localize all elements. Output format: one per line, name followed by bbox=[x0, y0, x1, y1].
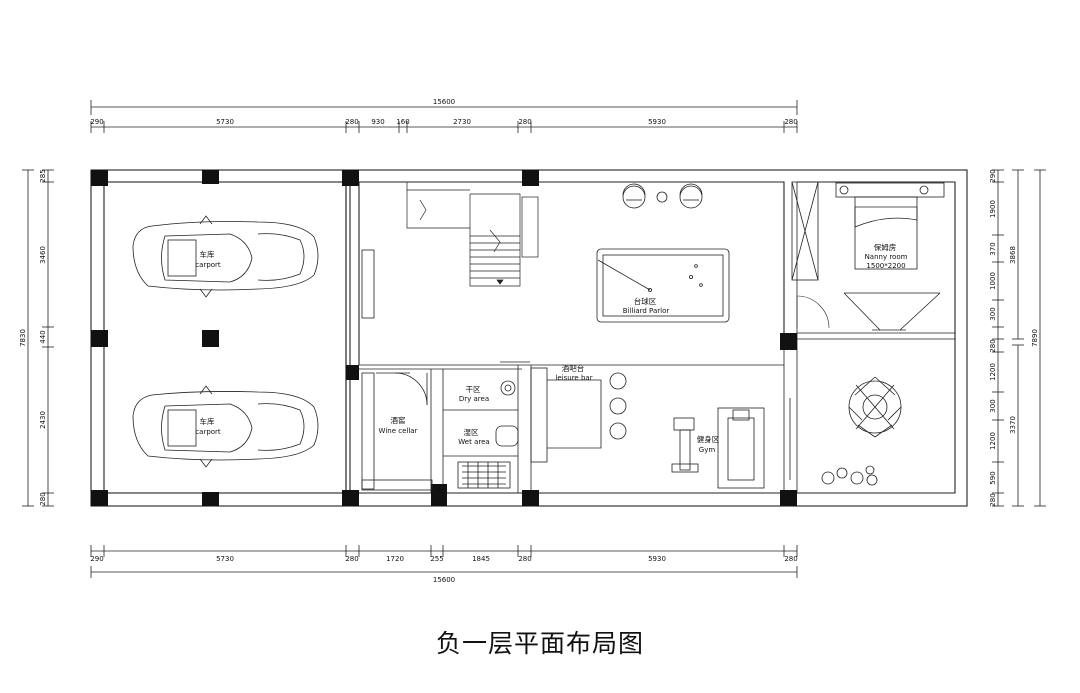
room-label-carport-top-cn: 车库 bbox=[200, 249, 215, 259]
gym-equipment bbox=[671, 407, 765, 489]
round-table bbox=[848, 376, 902, 438]
dim-top-4: 930 bbox=[371, 118, 384, 126]
dim-bottom-7: 280 bbox=[518, 555, 531, 563]
room-label-carport-top-en: carport bbox=[195, 261, 221, 269]
nanny-room-furniture bbox=[791, 181, 945, 331]
room-label-nanny-size: 1500*2200 bbox=[866, 262, 905, 270]
dim-right-7: 1200 bbox=[989, 363, 997, 381]
dim-right-2: 1900 bbox=[989, 200, 997, 218]
plan-caption: 负一层平面布局图 bbox=[435, 629, 644, 658]
room-label-gym-cn: 健身区 bbox=[697, 434, 720, 444]
dim-bottom-9: 280 bbox=[784, 555, 797, 563]
room-label-gym-en: Gym bbox=[699, 446, 716, 454]
room-label-dry-cn: 干区 bbox=[466, 385, 481, 394]
plants bbox=[821, 465, 878, 486]
outer-walls bbox=[90, 169, 968, 507]
dim-right-11: 280 bbox=[989, 493, 997, 506]
room-label-billiard-en: Billiard Parlor bbox=[623, 307, 670, 315]
chairs-billiard bbox=[622, 183, 703, 209]
room-label-billiard-cn: 台球区 bbox=[634, 296, 657, 306]
room-label-wine-cn: 酒窖 bbox=[391, 415, 406, 425]
right-dimension-lines bbox=[992, 169, 1046, 507]
dim-left-2: 3460 bbox=[39, 246, 47, 264]
room-label-nanny-cn: 保姆房 bbox=[874, 242, 897, 252]
bottom-dimension-lines bbox=[90, 545, 798, 578]
room-label-carport-bottom-en: carport bbox=[195, 428, 221, 436]
door-nanny bbox=[796, 295, 830, 329]
top-dimension-lines bbox=[90, 100, 798, 133]
room-label-nanny-en: Nanny room bbox=[865, 253, 908, 261]
wine-cellar-fixtures bbox=[361, 372, 433, 491]
dim-top-9: 280 bbox=[784, 118, 797, 126]
car-bottom bbox=[132, 385, 319, 468]
dim-bottom-3: 280 bbox=[345, 555, 358, 563]
billiard-table bbox=[596, 248, 730, 323]
car-top bbox=[132, 215, 319, 298]
room-label-wet-en: Wet area bbox=[458, 438, 489, 446]
room-label-dry-en: Dry area bbox=[459, 395, 489, 403]
dim-right-3: 370 bbox=[989, 242, 997, 255]
dim-right-sub-1: 3868 bbox=[1009, 246, 1017, 264]
dim-top-7: 280 bbox=[518, 118, 531, 126]
staircase bbox=[406, 182, 539, 287]
room-label-wet-cn: 湿区 bbox=[464, 428, 479, 437]
dim-top-total: 15600 bbox=[433, 98, 455, 106]
dim-left-4: 2430 bbox=[39, 411, 47, 429]
room-label-carport-bottom-cn: 车库 bbox=[200, 416, 215, 426]
cabinet bbox=[361, 249, 375, 319]
dim-top-6: 2730 bbox=[453, 118, 471, 126]
dim-top-1: 290 bbox=[90, 118, 103, 126]
leisure-bar bbox=[547, 372, 627, 449]
dim-right-5: 300 bbox=[989, 307, 997, 320]
dim-bottom-8: 5930 bbox=[648, 555, 666, 563]
dim-right-4: 1000 bbox=[989, 272, 997, 290]
dim-top-8: 5930 bbox=[648, 118, 666, 126]
interior-walls bbox=[359, 182, 955, 493]
structural-columns bbox=[91, 170, 797, 506]
dim-bottom-5: 255 bbox=[430, 555, 443, 563]
dim-right-6: 280 bbox=[989, 339, 997, 352]
dim-right-9: 1200 bbox=[989, 432, 997, 450]
dim-right-8: 300 bbox=[989, 399, 997, 412]
dim-right-sub-2: 3370 bbox=[1009, 416, 1017, 434]
bath-fixtures bbox=[457, 361, 548, 489]
dim-left-1: 285 bbox=[39, 169, 47, 182]
dim-right-total: 7890 bbox=[1031, 329, 1039, 347]
dim-left-3: 440 bbox=[39, 330, 47, 343]
dim-right-10: 590 bbox=[989, 471, 997, 484]
dim-bottom-1: 290 bbox=[90, 555, 103, 563]
dim-left-5: 280 bbox=[39, 492, 47, 505]
left-dimension-lines bbox=[22, 169, 54, 507]
dim-bottom-4: 1720 bbox=[386, 555, 404, 563]
room-label-bar-cn: 酒吧台 bbox=[562, 363, 585, 373]
dim-bottom-2: 5730 bbox=[216, 555, 234, 563]
dim-left-total: 7830 bbox=[19, 329, 27, 347]
dim-right-1: 290 bbox=[989, 169, 997, 182]
dim-top-3: 280 bbox=[345, 118, 358, 126]
dim-top-5: 160 bbox=[396, 118, 409, 126]
dim-bottom-6: 1845 bbox=[472, 555, 490, 563]
room-label-wine-en: Wine cellar bbox=[379, 427, 418, 435]
dim-bottom-total: 15600 bbox=[433, 576, 455, 584]
room-label-bar-en: leisure bar bbox=[555, 374, 592, 382]
dim-top-2: 5730 bbox=[216, 118, 234, 126]
